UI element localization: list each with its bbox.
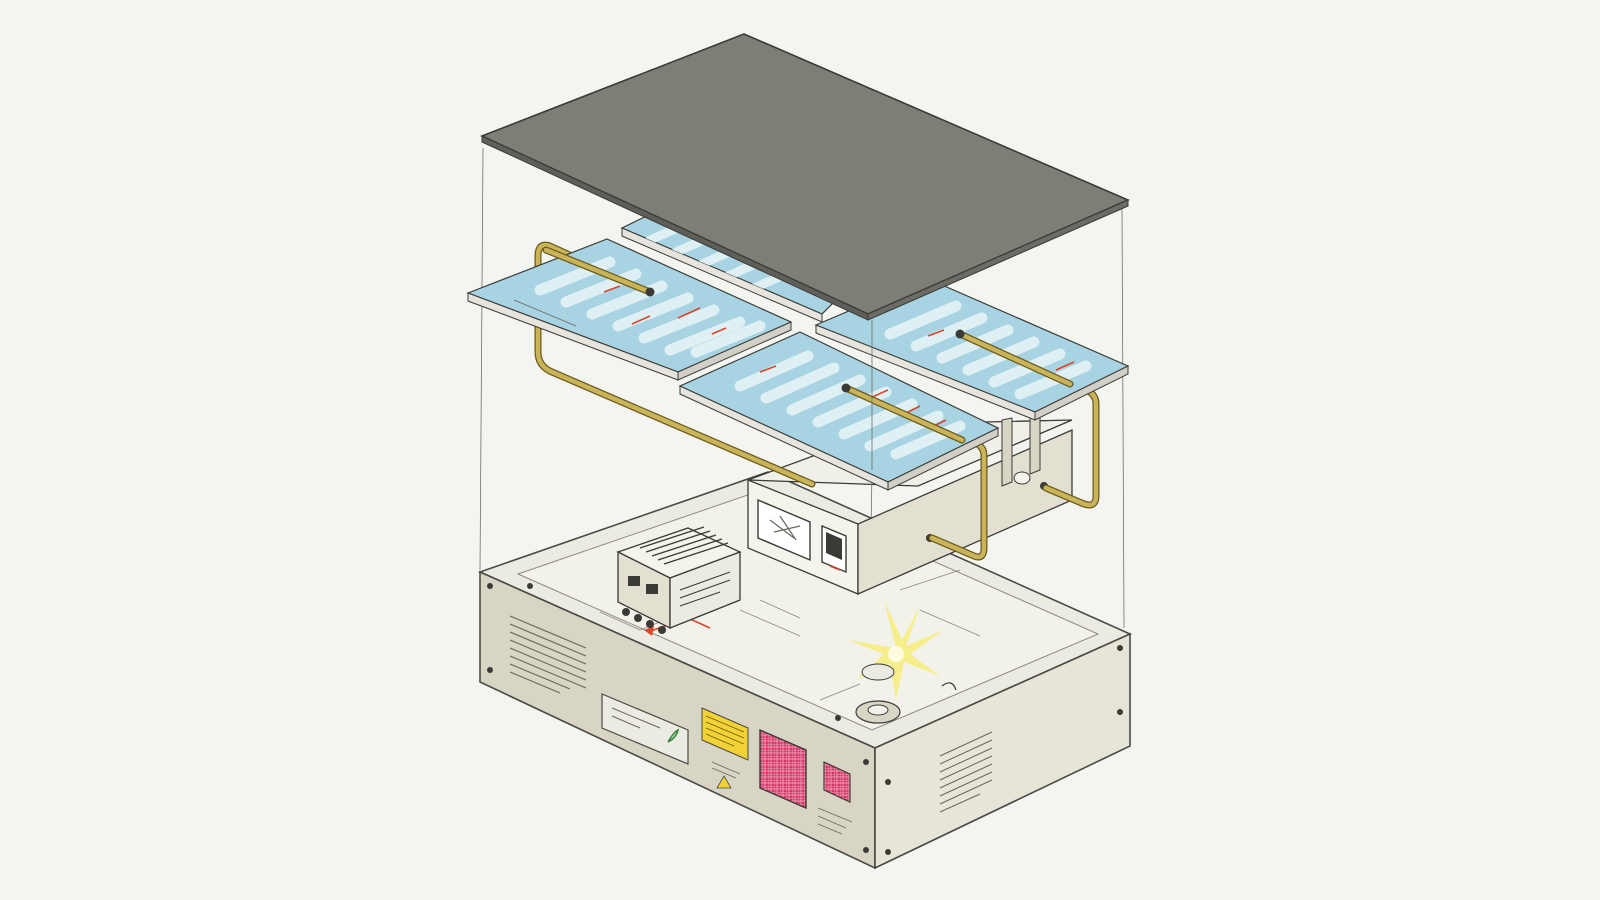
front-spec-text: [509, 615, 587, 694]
tray-traces: [599, 569, 981, 701]
warning-label: [701, 707, 749, 761]
heating-panel-right: [814, 277, 1130, 421]
leaf-icon: [667, 728, 680, 743]
coolant-pipe-top: [542, 246, 965, 339]
lid-plate: [479, 33, 1131, 321]
power-supply-module: [616, 526, 742, 634]
screw-icon: [487, 583, 1123, 855]
warning-triangle-icon: [716, 775, 732, 789]
light-burst-icon: [848, 600, 944, 700]
pipe-bracket: [1001, 417, 1013, 487]
vent-grille-large: [759, 728, 807, 810]
base-chassis: [477, 471, 1132, 870]
side-spec-text: [939, 731, 993, 813]
heating-panel-center: [678, 331, 1000, 491]
heating-panel-left: [466, 238, 793, 381]
fan-assembly: [855, 663, 957, 724]
info-plate: [601, 693, 689, 765]
chassis-right-face: [874, 632, 1131, 870]
vent-grille-small: [823, 761, 851, 803]
